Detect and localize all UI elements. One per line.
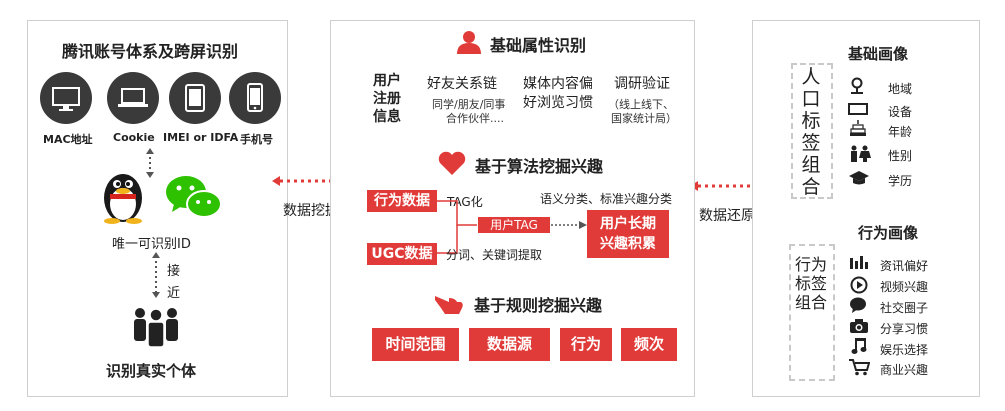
- segmentation-label: 分词、关键词提取: [446, 248, 543, 262]
- tablet-icon: [169, 72, 221, 124]
- left-panel-title: 腾讯账号体系及跨屏识别: [62, 42, 239, 61]
- gender-icon: [851, 145, 871, 162]
- approach-label-2: 近: [167, 286, 181, 301]
- rule-time-range-button: 时间范围: [372, 328, 459, 361]
- basic-item-age: 年龄: [888, 125, 913, 139]
- hand-pointer-icon: [435, 296, 463, 314]
- demographic-tag-box: [791, 63, 833, 199]
- vt-5: 组: [801, 154, 821, 176]
- media-pref-head: 媒体内容偏: [523, 76, 593, 92]
- user-reg-info: 用户 注册 信息: [373, 72, 401, 126]
- behavior-data-box: 行为数据: [367, 190, 437, 212]
- approach-label-1: 接: [167, 264, 181, 279]
- graduation-cap-icon: [849, 171, 869, 185]
- monitor-icon: [40, 72, 92, 124]
- chat-icon: [850, 297, 866, 313]
- user-reg-line-3: 信息: [373, 109, 401, 125]
- rule-data-source-button: 数据源: [469, 328, 550, 361]
- user-tag-box: 用户TAG: [478, 217, 550, 233]
- vt-4: 签: [801, 132, 821, 154]
- wechat-icon: [166, 176, 222, 218]
- friend-chain-sub-1: 同学/朋友/同事: [432, 98, 506, 111]
- friend-chain-sub-2: 合作伙伴....: [446, 112, 504, 125]
- behavior-item-video: 视频兴趣: [880, 280, 929, 294]
- cart-icon: [849, 359, 870, 376]
- device-icon: [848, 103, 868, 115]
- user-reg-line-2: 注册: [373, 91, 401, 107]
- tag-flow-lines: [437, 200, 587, 254]
- rule-behavior-button: 行为: [560, 328, 612, 361]
- media-pref-head-2: 好浏览习惯: [523, 95, 593, 111]
- real-person-label: 识别真实个体: [106, 362, 197, 380]
- ugc-data-box: UGC数据: [367, 243, 437, 265]
- device-label-mac: MAC地址: [43, 133, 93, 146]
- device-label-phone: 手机号: [240, 133, 273, 146]
- user-icon: [457, 31, 481, 54]
- vt-3: 标: [801, 110, 821, 132]
- bvt-2: 标签: [794, 274, 827, 293]
- cake-icon: [850, 120, 866, 136]
- music-icon: [851, 338, 867, 354]
- bvt-1: 行为: [794, 255, 827, 274]
- behavior-tag-box: [789, 244, 835, 381]
- camera-icon: [850, 319, 868, 333]
- mining-label: 数据挖掘: [283, 203, 339, 219]
- algo-title: 基于算法挖掘兴趣: [475, 157, 604, 176]
- bvt-3: 组合: [794, 293, 827, 312]
- basic-attr-title: 基础属性识别: [490, 36, 587, 55]
- behavior-item-news: 资讯偏好: [880, 259, 929, 273]
- heart-icon: [438, 151, 466, 175]
- basic-item-device: 设备: [888, 105, 913, 119]
- laptop-icon: [107, 72, 159, 124]
- survey-sub-2: 国家统计局）: [611, 112, 677, 125]
- basic-item-education: 学历: [888, 174, 913, 188]
- basic-item-region: 地域: [888, 82, 913, 96]
- behavior-item-entertainment: 娱乐选择: [880, 343, 929, 357]
- demographic-vertical-text: 人 口 标 签 组 合: [793, 66, 829, 198]
- behavior-item-share: 分享习惯: [880, 322, 929, 336]
- long-term-line-2: 兴趣积累: [600, 236, 656, 252]
- phone-icon: [229, 72, 281, 124]
- approach-arrow: [152, 252, 160, 298]
- vt-1: 人: [801, 66, 821, 88]
- qq-penguin-icon: [104, 174, 142, 224]
- people-group-icon: [134, 308, 178, 347]
- location-pin-icon: [851, 77, 863, 94]
- friend-chain-head: 好友关系链: [427, 76, 497, 92]
- basic-item-gender: 性别: [888, 149, 913, 163]
- semantic-label: 语义分类、标准兴趣分类: [540, 192, 673, 206]
- rule-frequency-button: 频次: [621, 328, 677, 361]
- long-term-line-1: 用户长期: [600, 216, 656, 232]
- restore-label: 数据还原: [699, 208, 755, 224]
- unique-id-label: 唯一可识别ID: [112, 237, 191, 252]
- rule-title: 基于规则挖掘兴趣: [474, 296, 603, 315]
- survey-sub-1: （线上线下、: [608, 98, 674, 111]
- play-icon: [850, 276, 868, 294]
- basic-portrait-title: 基础画像: [848, 45, 909, 63]
- behavior-vertical-text: 行为 标签 组合: [791, 255, 831, 312]
- long-term-interest-box: 用户长期 兴趣积累: [587, 210, 669, 258]
- user-reg-line-1: 用户: [373, 73, 401, 89]
- behavior-portrait-title: 行为画像: [858, 224, 919, 242]
- survey-head: 调研验证: [614, 76, 670, 92]
- vt-2: 口: [801, 88, 821, 110]
- device-label-imei: IMEI or IDFA: [163, 131, 239, 144]
- device-label-cookie: Cookie: [113, 131, 155, 144]
- behavior-item-commerce: 商业兴趣: [880, 363, 929, 377]
- cookie-link-arrow: [146, 148, 154, 178]
- tag-ize-label: TAG化: [447, 195, 483, 209]
- news-icon: [850, 256, 868, 269]
- behavior-item-social: 社交圈子: [880, 301, 929, 315]
- vt-6: 合: [801, 176, 821, 198]
